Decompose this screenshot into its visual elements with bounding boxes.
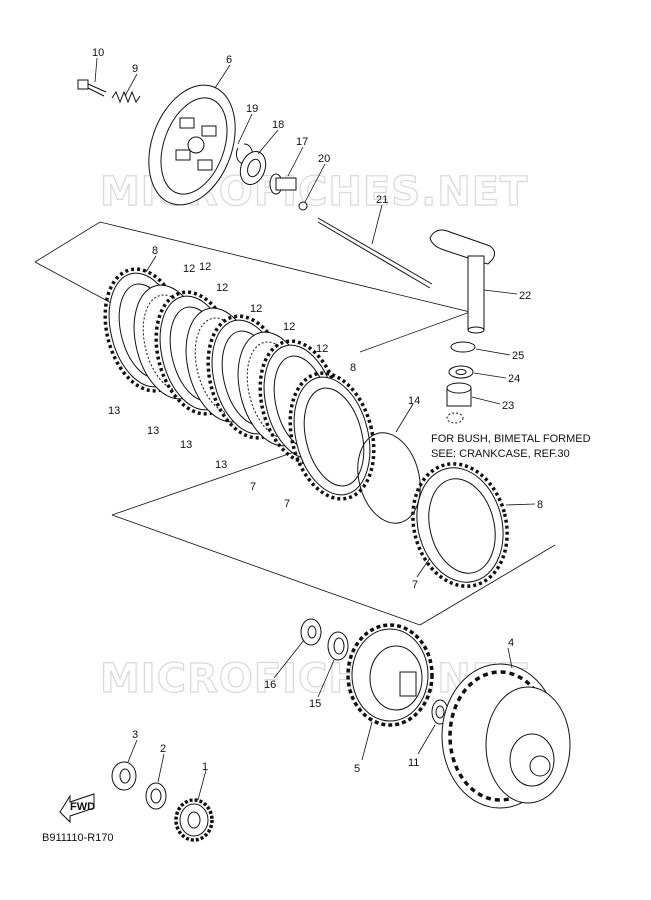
circlip-part-25 [450, 341, 476, 353]
callout-12e: 12 [316, 343, 328, 355]
clutch-boss-part-5 [346, 623, 434, 727]
washer-part-15 [327, 631, 349, 661]
pressure-plate-part-6 [148, 84, 236, 206]
callout-19: 19 [246, 103, 258, 115]
clutch-plate-stack [103, 267, 376, 501]
seal-part-3 [111, 761, 137, 791]
gear-part-1 [174, 798, 214, 842]
callout-24: 24 [508, 373, 520, 385]
callout-13d: 13 [215, 459, 227, 471]
callout-25: 25 [512, 350, 524, 362]
callout-16: 16 [264, 679, 276, 691]
spring-part-9 [111, 90, 141, 104]
bearing-part-23 [446, 382, 472, 424]
callout-4: 4 [508, 637, 514, 649]
callout-20: 20 [318, 153, 330, 165]
callout-15: 15 [309, 698, 321, 710]
callout-8a: 8 [152, 245, 158, 257]
push-rod-part-21 [317, 217, 433, 289]
lower-assembly-box [111, 449, 556, 626]
bolt-part-10 [77, 79, 107, 97]
note-line-2: SEE: CRANKCASE, REF.30 [431, 448, 570, 460]
callout-1: 1 [202, 761, 208, 773]
ref-code: B911110-R170 [42, 832, 114, 844]
callout-11: 11 [408, 757, 419, 769]
bearing-part-18 [239, 151, 267, 185]
clutch-housing-part-4 [441, 663, 571, 809]
callout-18: 18 [272, 119, 284, 131]
callout-2: 2 [160, 743, 166, 755]
washer-part-2 [145, 782, 167, 810]
callout-7c: 7 [412, 579, 418, 591]
callout-7b: 7 [284, 498, 290, 510]
oil-seal-part-24 [448, 365, 474, 379]
callout-numbers: 10 9 6 19 18 17 20 21 22 8 12 12 12 12 1… [92, 47, 543, 775]
callout-17: 17 [296, 136, 308, 148]
callout-21: 21 [376, 194, 388, 206]
callout-12d: 12 [283, 321, 295, 333]
callout-3: 3 [132, 729, 138, 741]
callout-23: 23 [502, 400, 514, 412]
ball-part-20 [298, 201, 308, 211]
callout-12c: 12 [250, 303, 262, 315]
callout-8c: 8 [537, 499, 543, 511]
callout-13c: 13 [180, 439, 192, 451]
callout-12a: 12 [183, 263, 195, 275]
callout-13b: 13 [147, 425, 159, 437]
callout-14: 14 [408, 395, 420, 407]
callout-22: 22 [519, 290, 531, 302]
fwd-label: FWD [70, 801, 95, 813]
push-piece-part-17 [269, 173, 297, 195]
callout-6: 6 [226, 54, 232, 66]
callout-10: 10 [92, 47, 104, 59]
callout-12f: 12 [199, 261, 211, 273]
fwd-arrow-icon: FWD [59, 793, 95, 824]
callout-8b: 8 [350, 362, 356, 374]
callout-5: 5 [354, 763, 360, 775]
callout-13a: 13 [108, 405, 120, 417]
wire-ring-part-14 [357, 432, 421, 524]
upper-assembly-box [34, 221, 472, 353]
friction-plate-lower [411, 462, 509, 588]
nut-part-16 [300, 618, 322, 646]
callout-leaders [94, 57, 536, 801]
callout-7a: 7 [250, 481, 256, 493]
callout-9: 9 [132, 63, 138, 75]
callout-12b: 12 [216, 282, 228, 294]
note-line-1: FOR BUSH, BIMETAL FORMED [431, 433, 591, 445]
lever-shaft-part-22 [429, 229, 496, 334]
